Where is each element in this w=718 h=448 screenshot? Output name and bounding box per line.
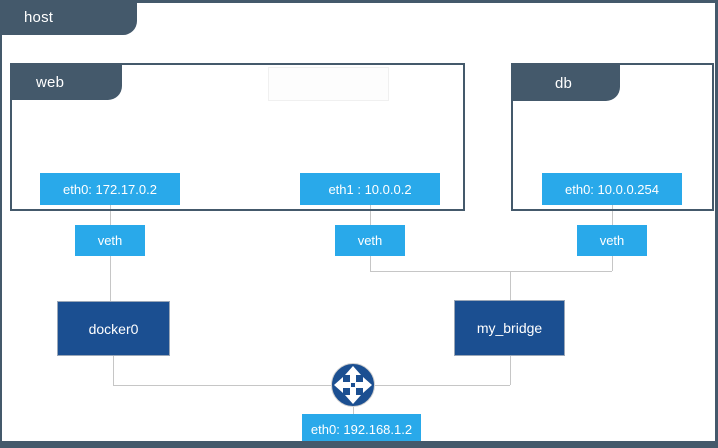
connector-docker0-down	[113, 356, 114, 385]
connector-db-eth0-veth	[612, 205, 613, 225]
docker0-bridge-node: docker0	[57, 301, 170, 356]
db-tab: db	[513, 65, 620, 101]
router-icon	[330, 362, 376, 408]
db-eth0-node: eth0: 10.0.0.254	[542, 173, 682, 205]
web-tab: web	[12, 65, 122, 100]
db-label: db	[555, 74, 573, 92]
connector-veth-docker0	[110, 256, 111, 301]
connector-mybridge-down	[510, 356, 511, 385]
veth-node-2: veth	[335, 225, 405, 256]
web-label: web	[36, 74, 65, 91]
veth-node-1: veth	[75, 225, 145, 256]
host-label: host	[24, 9, 54, 26]
my-bridge-node: my_bridge	[454, 300, 565, 356]
connector-web-eth1-veth	[370, 205, 371, 225]
connector-veth2-down	[370, 256, 371, 271]
connector-veth3-down	[612, 256, 613, 271]
web-eth1-node: eth1 : 10.0.0.2	[300, 173, 440, 205]
connector-join-mybridge	[510, 271, 511, 300]
host-eth0-node: eth0: 192.168.1.2	[302, 414, 421, 441]
connector-router-hosteth	[353, 407, 354, 414]
connector-bottom-horizontal	[113, 385, 510, 386]
connector-veth-join-horizontal	[370, 271, 612, 272]
web-eth0-node: eth0: 172.17.0.2	[40, 173, 180, 205]
host-tab: host	[2, 3, 137, 35]
db-container-box: db	[511, 63, 714, 211]
empty-node	[268, 67, 389, 101]
web-container-box: web	[10, 63, 465, 211]
veth-node-3: veth	[577, 225, 647, 256]
connector-web-eth0-veth	[110, 205, 111, 225]
